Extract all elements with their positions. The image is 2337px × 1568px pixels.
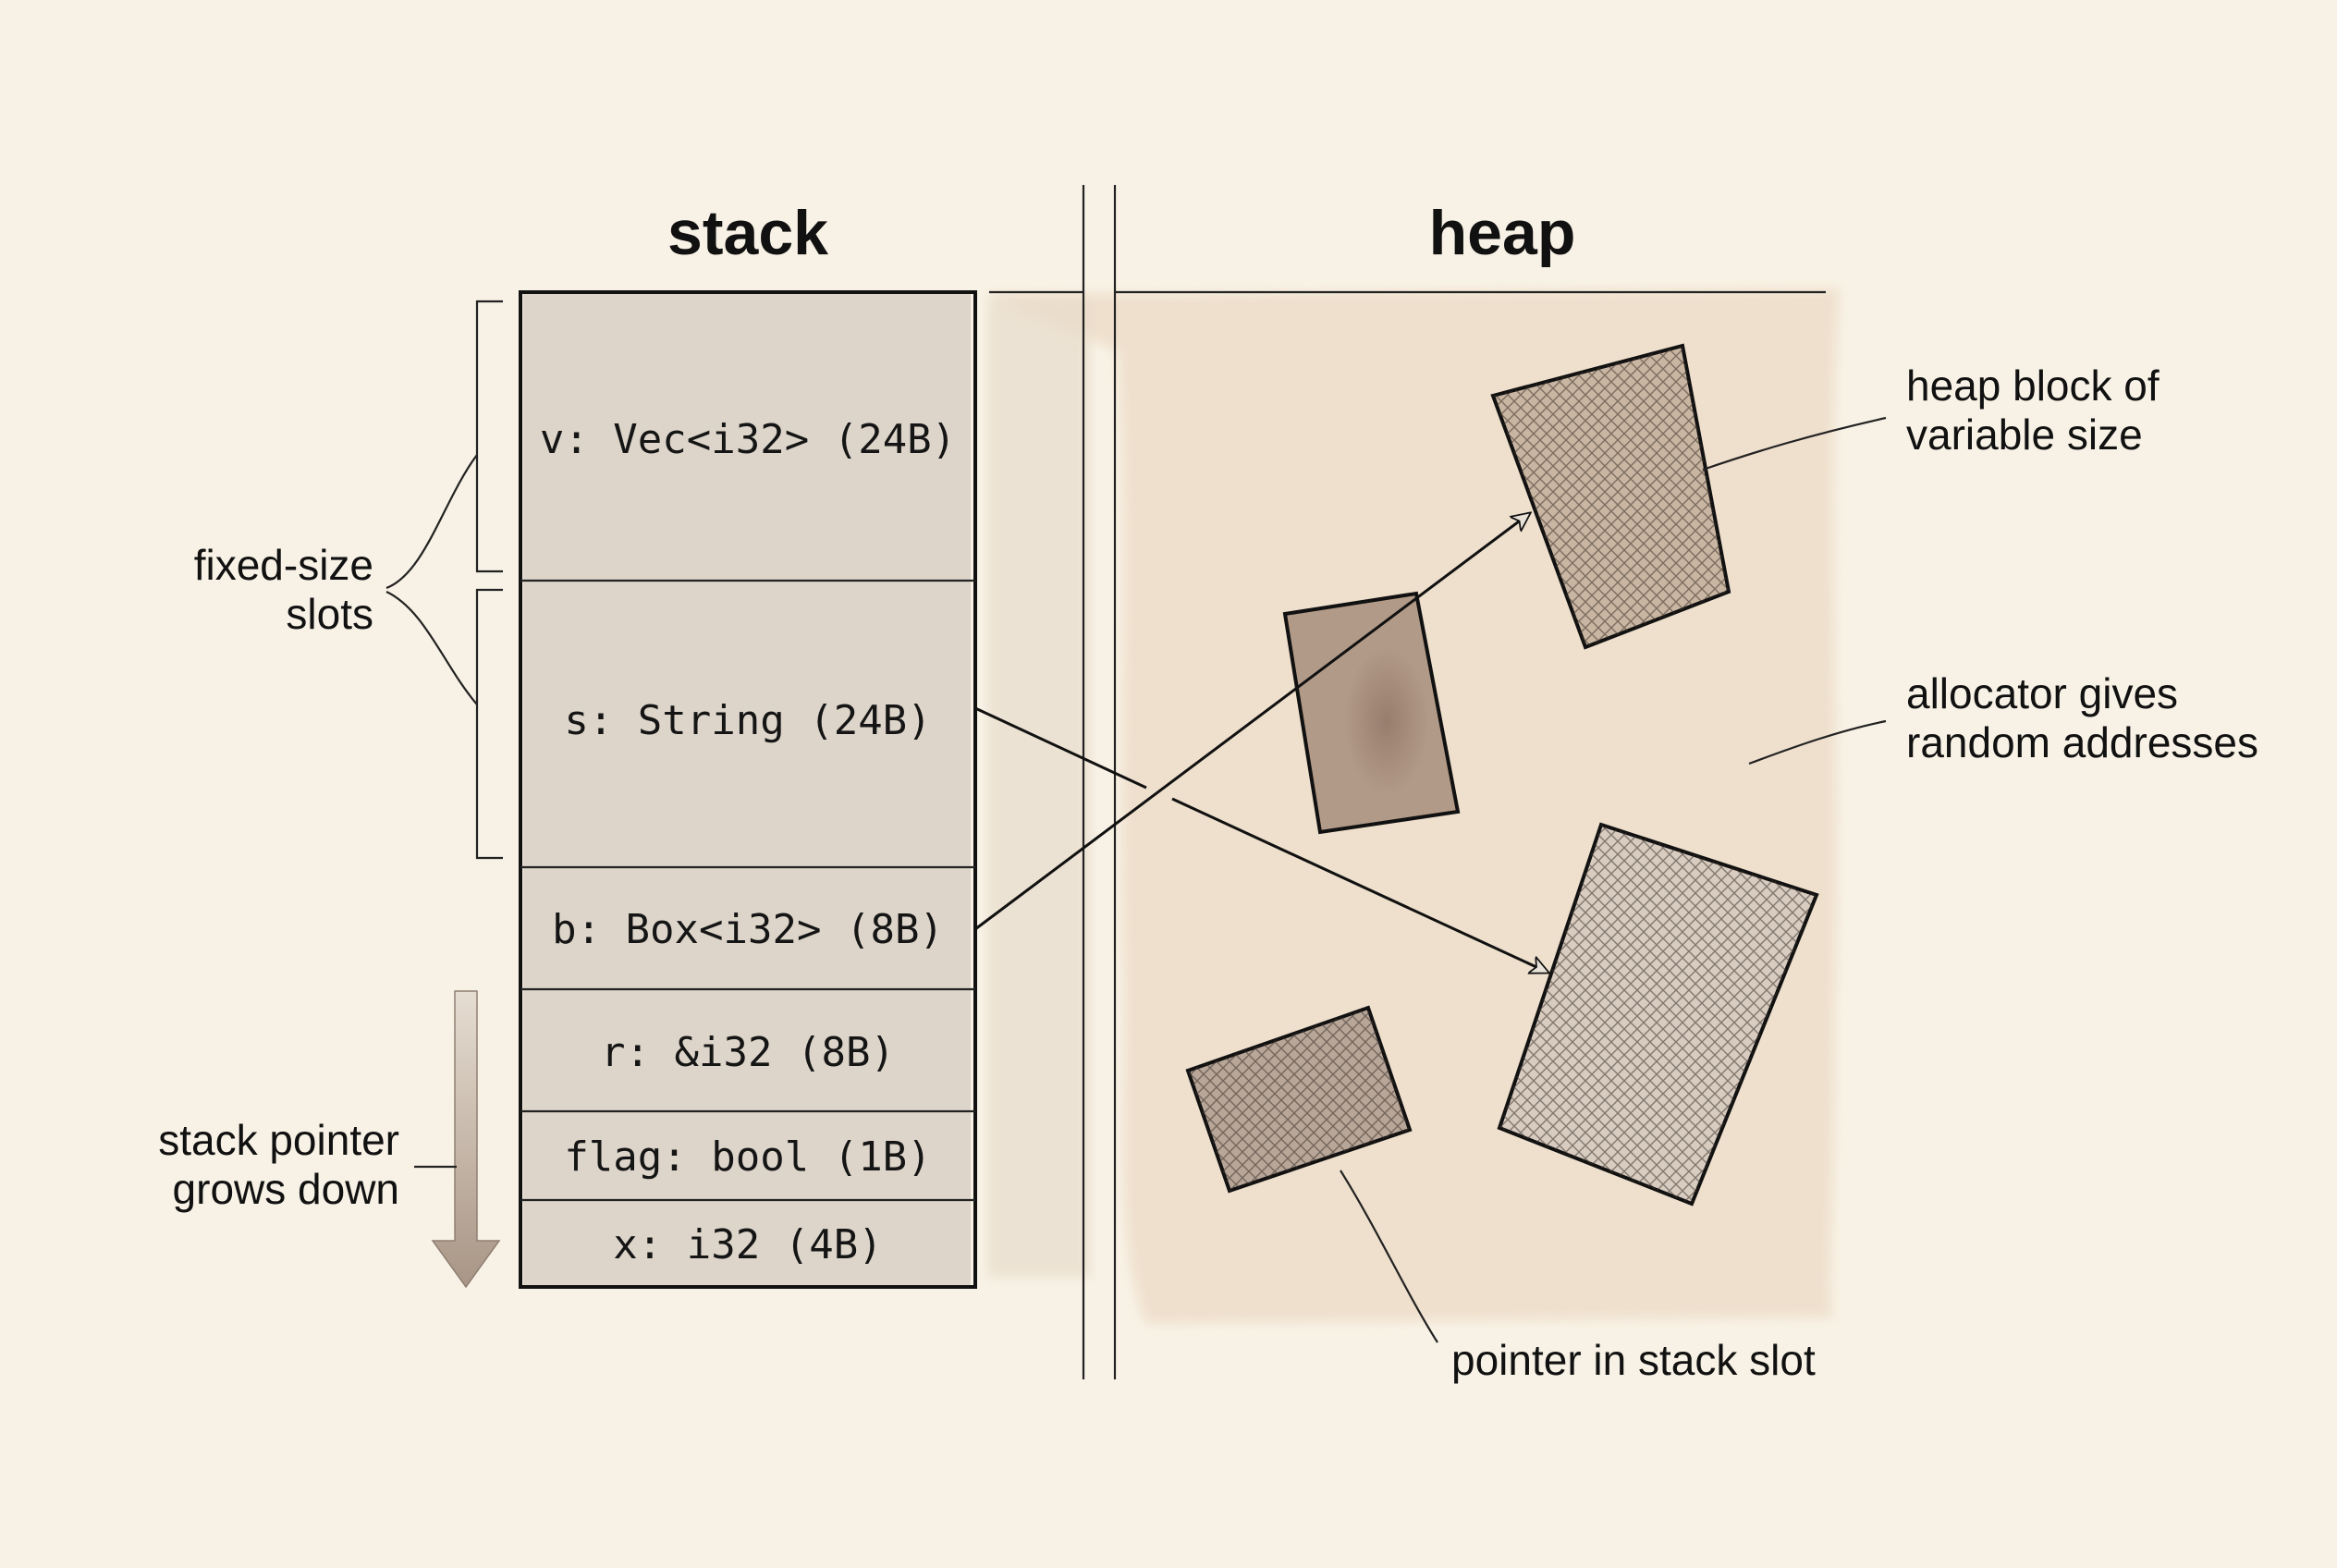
heap-block-label-2: variable size <box>1906 410 2143 459</box>
stack-heap-divider <box>989 185 1826 1379</box>
stack-slot-v: v: Vec<i32> (24B) <box>540 416 956 463</box>
stack-slot-r: r: &i32 (8B) <box>601 1029 895 1076</box>
heap-block-bottom-left <box>1185 1005 1413 1194</box>
allocator-label-2: random addresses <box>1906 718 2258 766</box>
heap-block-label-1: heap block of <box>1906 361 2160 410</box>
allocator-label-1: allocator gives <box>1906 669 2178 717</box>
stack-pointer-label-1: stack pointer <box>158 1116 399 1164</box>
allocator-leader <box>1748 719 1887 766</box>
stack-column <box>519 290 977 1289</box>
stack-slot-flag: flag: bool (1B) <box>564 1133 931 1181</box>
pointer-in-stack-slot-leader <box>1340 1170 1438 1343</box>
pointer-in-stack-slot-label: pointer in stack slot <box>1451 1336 1816 1384</box>
stack-slot-x: x: i32 (4B) <box>613 1221 882 1268</box>
stack-slot-b: b: Box<i32> (8B) <box>552 906 944 953</box>
stack-wash <box>523 294 971 1285</box>
heap-block-small-solid <box>1282 591 1461 835</box>
pointer-box-to-heap <box>974 513 1530 931</box>
stack-slot-s: s: String (24B) <box>564 697 931 744</box>
fixed-size-slots-bracket <box>385 300 503 860</box>
heap-header: heap <box>1429 198 1576 268</box>
stack-pointer-label-2: grows down <box>173 1165 399 1213</box>
stack-header: stack <box>667 198 828 268</box>
heap-block-large <box>1497 822 1819 1207</box>
pointer-string-to-heap <box>974 706 1548 973</box>
stack-slot-dividers <box>520 579 975 1202</box>
stack-pointer-arrow <box>431 990 501 1289</box>
fixed-size-slots-label-2: slots <box>286 590 373 638</box>
heap-block-leader <box>1702 416 1887 472</box>
heap-block-top <box>1490 343 1731 650</box>
left-column-wash <box>987 298 1091 1278</box>
fixed-size-slots-label-1: fixed-size <box>194 541 373 589</box>
